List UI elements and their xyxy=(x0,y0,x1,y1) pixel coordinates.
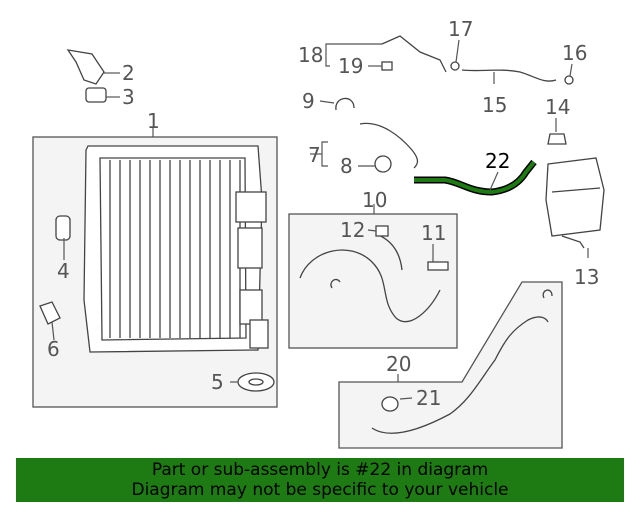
part-10-hose xyxy=(299,249,441,323)
callout-9: 9 xyxy=(302,89,315,113)
part-2-bracket xyxy=(66,49,105,85)
callout-12: 12 xyxy=(340,218,365,242)
part-5-grommet xyxy=(237,372,275,392)
callout-20: 20 xyxy=(386,352,411,376)
part-11-clip xyxy=(427,261,449,271)
info-banner: Part or sub-assembly is #22 in diagram D… xyxy=(16,458,624,502)
callout-10: 10 xyxy=(362,188,387,212)
parts-diagram: 1 2 3 4 5 6 7 8 9 10 11 12 13 14 15 16 1… xyxy=(32,17,605,449)
callout-22: 22 xyxy=(485,149,510,173)
leader-lines xyxy=(51,39,589,400)
callout-18: 18 xyxy=(298,43,323,67)
callout-19: 19 xyxy=(338,54,363,78)
banner-line-1: Part or sub-assembly is #22 in diagram xyxy=(151,460,489,480)
part-6-sensor xyxy=(39,301,61,325)
callout-2: 2 xyxy=(122,61,135,85)
callout-15: 15 xyxy=(482,93,507,117)
part-14-cap xyxy=(547,133,567,145)
callout-14: 14 xyxy=(545,95,570,119)
part-16-clamp xyxy=(564,75,574,85)
part-19-clip xyxy=(381,61,393,71)
callout-17: 17 xyxy=(448,17,473,41)
callout-13: 13 xyxy=(574,265,599,289)
callout-5: 5 xyxy=(211,370,224,394)
part-3-insulator xyxy=(85,87,107,103)
callout-4: 4 xyxy=(57,259,70,283)
part-22-hose-highlighted xyxy=(414,159,537,196)
part-13-reservoir xyxy=(545,157,605,237)
callout-3: 3 xyxy=(122,85,135,109)
part-9-clamp xyxy=(335,97,355,111)
radiator xyxy=(83,145,269,353)
callout-21: 21 xyxy=(416,386,441,410)
part-20-hose xyxy=(371,316,549,434)
hose-group-box-10 xyxy=(288,213,458,349)
part-7-hose xyxy=(359,122,419,169)
callout-16: 16 xyxy=(562,41,587,65)
callout-6: 6 xyxy=(47,337,60,361)
part-12-clamp xyxy=(375,225,389,237)
callout-1: 1 xyxy=(147,109,160,133)
part-17-clamp xyxy=(450,61,460,71)
callout-11: 11 xyxy=(421,221,446,245)
part-15-hose xyxy=(461,69,557,82)
callout-7: 7 xyxy=(308,143,321,167)
part-8-clamp xyxy=(374,155,392,173)
callout-8: 8 xyxy=(340,154,353,178)
banner-line-2: Diagram may not be specific to your vehi… xyxy=(131,480,509,500)
part-18-bracket xyxy=(381,35,447,73)
part-4-insulator xyxy=(55,215,71,241)
part-21-clamp xyxy=(381,396,399,412)
